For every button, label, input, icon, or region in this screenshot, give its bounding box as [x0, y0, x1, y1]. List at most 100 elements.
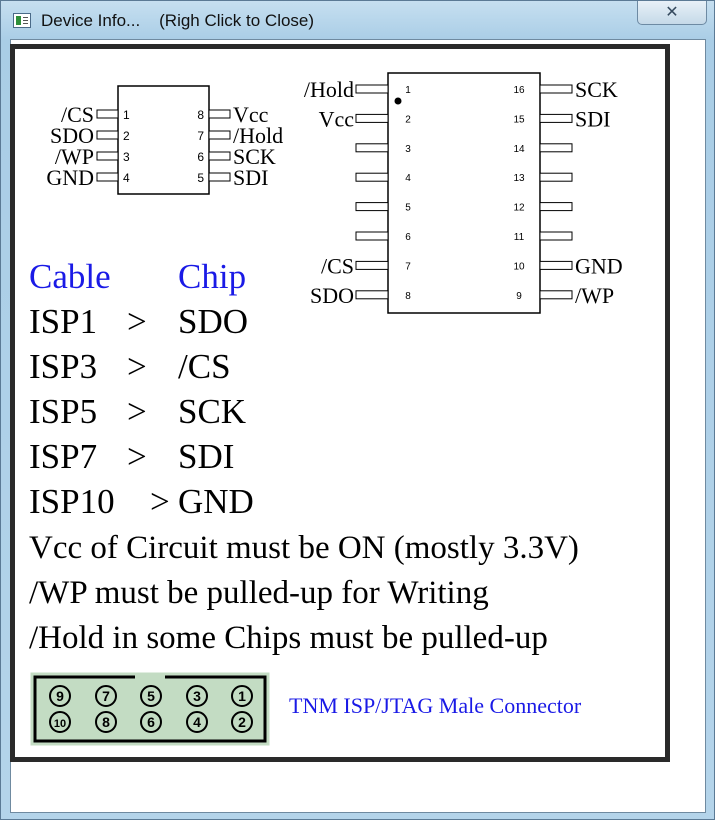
mapping-arrow: >: [127, 347, 147, 386]
title-bar[interactable]: Device Info... (Righ Click to Close) ✕: [1, 1, 714, 39]
pin-lead: [539, 143, 573, 153]
pin-number: 10: [513, 261, 525, 272]
connector-pin-number: 1: [238, 688, 246, 704]
pin-circle: [49, 685, 71, 707]
pin-lead: [208, 151, 231, 161]
pin-number: 8: [197, 108, 204, 122]
window-title: Device Info... (Righ Click to Close): [41, 11, 314, 31]
connector-pin-number: 7: [102, 688, 110, 704]
pin-number: 4: [405, 173, 411, 184]
pin-number: 16: [513, 85, 525, 96]
chip-header: Chip: [178, 257, 246, 296]
connector-pin-number: 3: [193, 688, 201, 704]
connector-pin-number: 4: [193, 714, 201, 730]
pin-lead: [539, 172, 573, 182]
note-line: /WP must be pulled-up for Writing: [29, 575, 489, 611]
pin-lead: [355, 202, 389, 212]
pin-label: /WP: [55, 144, 94, 169]
pin-number: 2: [405, 114, 411, 125]
cable-pin: ISP10: [29, 482, 115, 521]
pin-label: /CS: [321, 253, 354, 278]
pin-circle: [231, 685, 253, 707]
pin-lead: [539, 260, 573, 270]
app-icon: [13, 13, 31, 28]
connector-pin: 3: [186, 685, 208, 707]
pin-number: 3: [405, 144, 411, 155]
pin-number: 4: [123, 171, 130, 185]
connector-pin: 5: [140, 685, 162, 707]
pin-label: /Hold: [233, 123, 283, 148]
pin-label: SCK: [575, 77, 618, 102]
connector-pin: 8: [95, 711, 117, 733]
connector-pin: 1: [231, 685, 253, 707]
mapping-row: ISP10>GND: [29, 482, 254, 521]
isp-connector: 9 7 5 3 1 10 8 6 4 2: [30, 672, 270, 746]
mapping-arrow: >: [127, 392, 147, 431]
pin-lead: [96, 109, 119, 119]
connector-pin: 10: [49, 711, 71, 733]
pin-number: 15: [513, 114, 525, 125]
pin-number: 3: [123, 150, 130, 164]
mapping-arrow: >: [127, 437, 147, 476]
pin-number: 1: [123, 108, 130, 122]
cable-pin: ISP3: [29, 347, 97, 386]
connector-pin-number: 8: [102, 714, 110, 730]
pin-lead: [355, 84, 389, 94]
chip-8pin-body: [117, 85, 210, 195]
pin-label: /Hold: [304, 77, 354, 102]
mapping-row: ISP1>SDO: [29, 302, 248, 341]
pin-lead: [96, 172, 119, 182]
mapping-row: ISP3 > /CS: [29, 347, 231, 386]
pin-number: 8: [405, 291, 411, 302]
pin-lead: [539, 84, 573, 94]
pin-label: /CS: [61, 102, 94, 127]
connector-pin: 4: [186, 711, 208, 733]
pin-circle: [186, 685, 208, 707]
pin-lead: [208, 172, 231, 182]
connector-background: [30, 672, 270, 746]
chip-pin: SCK: [178, 392, 246, 431]
close-button[interactable]: ✕: [637, 1, 707, 25]
pin-number: 7: [405, 261, 411, 272]
chip-16pin-body: [387, 72, 541, 314]
pin-number: 11: [514, 232, 525, 243]
pin-label: GND: [575, 253, 623, 278]
note-line: /Hold in some Chips must be pulled-up: [29, 620, 548, 656]
pin-lead: [539, 231, 573, 241]
pin-number: 6: [197, 150, 204, 164]
connector-pin: 6: [140, 711, 162, 733]
pin-label: SDO: [310, 283, 354, 308]
pin-number: 5: [405, 203, 411, 214]
pin-lead: [355, 231, 389, 241]
pin-circle: [140, 685, 162, 707]
pin-lead: [355, 143, 389, 153]
cable-pin: ISP5: [29, 392, 97, 431]
chip-pin: SDO: [178, 302, 248, 341]
connector-pin-number: 6: [147, 714, 155, 730]
pin-number: 5: [197, 171, 204, 185]
pin-number: 14: [513, 144, 525, 155]
chip-pin: /CS: [178, 347, 231, 386]
pin-number: 7: [197, 129, 204, 143]
window-close-hint: (Righ Click to Close): [159, 11, 315, 30]
connector-pin: 2: [231, 711, 253, 733]
connector-pins: 9 7 5 3 1 10 8 6 4 2: [49, 685, 253, 733]
cable-pin: ISP1: [29, 302, 97, 341]
cable-pin: ISP7: [29, 437, 97, 476]
pin-lead: [208, 130, 231, 140]
chip-pin: GND: [178, 482, 254, 521]
connector-pin: 9: [49, 685, 71, 707]
mapping-row: ISP5 > SCK: [29, 392, 246, 431]
pin-circle: [186, 711, 208, 733]
pin-lead: [208, 109, 231, 119]
pin-lead: [355, 260, 389, 270]
connector-pin: 7: [95, 685, 117, 707]
